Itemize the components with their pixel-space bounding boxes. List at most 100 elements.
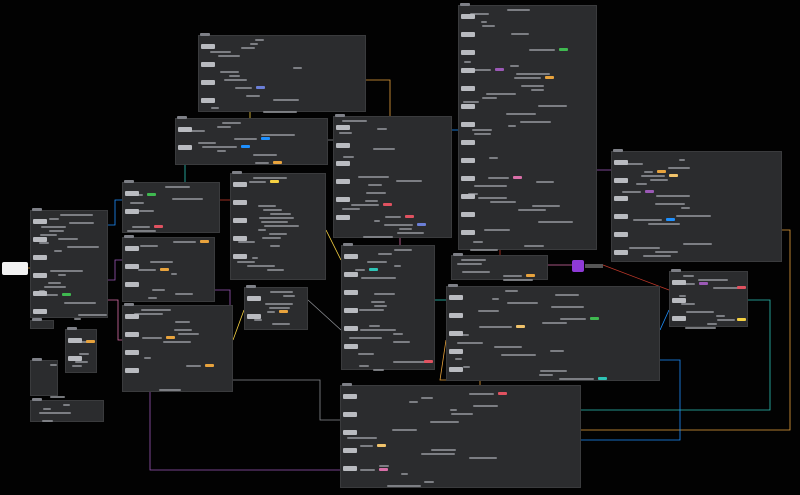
- topic-node[interactable]: [228, 75, 241, 77]
- colored-tag-node[interactable]: [199, 240, 209, 243]
- topic-node[interactable]: [139, 210, 155, 212]
- branch-node[interactable]: [344, 326, 358, 331]
- topic-node[interactable]: [272, 323, 290, 325]
- branch-node[interactable]: [33, 255, 47, 260]
- topic-node[interactable]: [263, 225, 300, 227]
- topic-node[interactable]: [49, 230, 65, 232]
- topic-node[interactable]: [397, 232, 424, 234]
- root-topic-node[interactable]: [2, 262, 28, 275]
- topic-node[interactable]: [643, 171, 654, 173]
- topic-node[interactable]: [360, 445, 373, 447]
- topic-node[interactable]: [349, 337, 382, 339]
- colored-tag-node[interactable]: [545, 76, 555, 79]
- branch-node[interactable]: [201, 98, 215, 103]
- panel-title-node[interactable]: [343, 243, 353, 246]
- topic-node[interactable]: [559, 378, 594, 380]
- panel-title-node[interactable]: [232, 171, 242, 174]
- topic-node[interactable]: [484, 229, 511, 231]
- topic-node[interactable]: [141, 309, 171, 311]
- topic-node[interactable]: [359, 469, 375, 471]
- branch-node[interactable]: [461, 176, 475, 181]
- panel-title-node[interactable]: [124, 180, 134, 183]
- topic-node[interactable]: [269, 233, 288, 235]
- branch-node[interactable]: [125, 282, 139, 287]
- colored-tag-node[interactable]: [269, 180, 279, 183]
- topic-node[interactable]: [391, 429, 417, 431]
- topic-node[interactable]: [367, 261, 388, 263]
- topic-node[interactable]: [368, 184, 382, 186]
- topic-node[interactable]: [79, 353, 90, 355]
- topic-node[interactable]: [649, 179, 668, 181]
- branch-node[interactable]: [247, 296, 261, 301]
- topic-node[interactable]: [267, 311, 275, 313]
- topic-node[interactable]: [355, 269, 365, 271]
- topic-node[interactable]: [539, 370, 567, 372]
- topic-node[interactable]: [481, 21, 488, 23]
- topic-node[interactable]: [374, 293, 395, 295]
- topic-node[interactable]: [501, 354, 536, 356]
- topic-node[interactable]: [217, 150, 226, 152]
- topic-node[interactable]: [491, 298, 499, 300]
- topic-node[interactable]: [383, 224, 413, 226]
- topic-node[interactable]: [172, 241, 196, 243]
- topic-node[interactable]: [502, 275, 522, 277]
- topic-node[interactable]: [680, 303, 695, 305]
- topic-node[interactable]: [454, 358, 462, 360]
- topic-node[interactable]: [170, 273, 178, 275]
- branch-node[interactable]: [614, 196, 628, 201]
- topic-node[interactable]: [292, 67, 303, 69]
- topic-node[interactable]: [254, 39, 265, 41]
- topic-node[interactable]: [420, 453, 455, 455]
- topic-node[interactable]: [508, 125, 516, 127]
- topic-node[interactable]: [249, 43, 259, 45]
- topic-node[interactable]: [531, 89, 545, 91]
- panel-title-node[interactable]: [613, 149, 623, 152]
- topic-node[interactable]: [538, 105, 568, 107]
- branch-node[interactable]: [461, 212, 475, 217]
- topic-node[interactable]: [468, 457, 497, 459]
- colored-tag-node[interactable]: [597, 377, 607, 380]
- branch-node[interactable]: [233, 200, 247, 205]
- topic-node[interactable]: [216, 126, 231, 128]
- topic-node[interactable]: [505, 113, 537, 115]
- branch-node[interactable]: [449, 349, 463, 354]
- topic-node[interactable]: [269, 213, 291, 215]
- branch-node[interactable]: [68, 356, 82, 361]
- topic-node[interactable]: [462, 271, 491, 273]
- topic-panel[interactable]: [340, 383, 581, 488]
- colored-tag-node[interactable]: [699, 282, 709, 285]
- topic-node[interactable]: [48, 282, 61, 284]
- topic-node[interactable]: [378, 253, 392, 255]
- topic-node[interactable]: [716, 319, 736, 321]
- topic-node[interactable]: [560, 318, 586, 320]
- topic-node[interactable]: [251, 257, 259, 259]
- topic-node[interactable]: [468, 393, 495, 395]
- branch-node[interactable]: [461, 158, 475, 163]
- topic-node[interactable]: [40, 226, 66, 228]
- topic-node[interactable]: [470, 249, 499, 251]
- branch-node[interactable]: [614, 214, 628, 219]
- topic-node[interactable]: [654, 203, 685, 205]
- branch-node[interactable]: [233, 182, 247, 187]
- topic-node[interactable]: [385, 216, 402, 218]
- panel-title-node[interactable]: [200, 33, 210, 36]
- topic-node[interactable]: [233, 138, 257, 140]
- branch-node[interactable]: [336, 179, 350, 184]
- topic-node[interactable]: [202, 146, 238, 148]
- topic-node[interactable]: [131, 226, 150, 228]
- topic-panel[interactable]: [30, 208, 108, 320]
- topic-node[interactable]: [368, 325, 381, 327]
- topic-node[interactable]: [74, 318, 81, 320]
- topic-node[interactable]: [655, 251, 679, 253]
- panel-title-node[interactable]: [32, 318, 42, 321]
- topic-node[interactable]: [423, 481, 434, 483]
- topic-node[interactable]: [463, 101, 479, 103]
- branch-node[interactable]: [614, 178, 628, 183]
- topic-node[interactable]: [39, 412, 71, 414]
- colored-tag-node[interactable]: [590, 317, 600, 320]
- topic-panel[interactable]: [669, 269, 748, 329]
- branch-node[interactable]: [449, 313, 463, 318]
- panel-title-node[interactable]: [67, 327, 77, 330]
- topic-node[interactable]: [506, 9, 531, 11]
- branch-node[interactable]: [672, 280, 686, 285]
